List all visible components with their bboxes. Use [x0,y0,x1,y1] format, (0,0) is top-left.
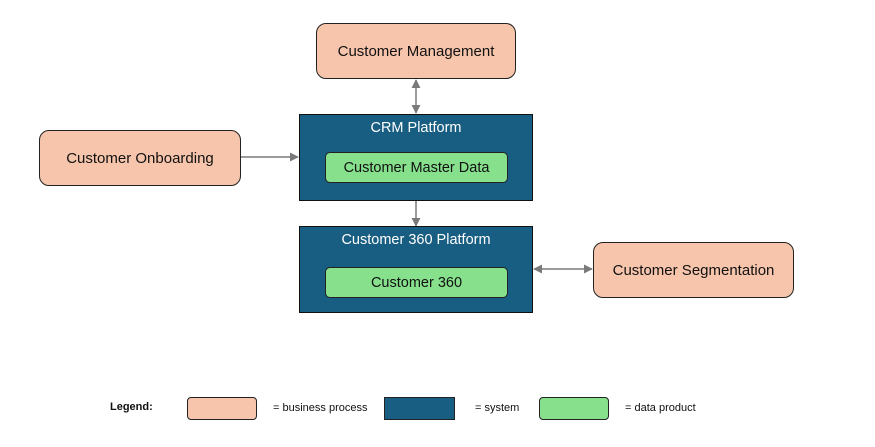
legend-label-data-product: = data product [625,402,696,414]
legend-label-business-process: = business process [273,402,368,414]
data-product-customer-360: Customer 360 [325,267,508,298]
data-product-customer-master-data: Customer Master Data [325,152,508,183]
legend-title: Legend: [110,401,153,413]
data-product-label: Customer Master Data [343,159,490,176]
system-crm-platform: CRM Platform Customer Master Data [299,114,533,201]
process-label: Customer Segmentation [612,261,775,279]
process-customer-onboarding: Customer Onboarding [39,130,241,186]
system-customer-360-platform: Customer 360 Platform Customer 360 [299,226,533,313]
legend-swatch-system [384,397,455,420]
process-customer-segmentation: Customer Segmentation [593,242,794,298]
system-title: Customer 360 Platform [341,232,491,248]
system-title: CRM Platform [370,120,462,136]
data-product-label: Customer 360 [370,274,463,291]
process-label: Customer Management [337,42,495,60]
process-customer-management: Customer Management [316,23,516,79]
legend-swatch-data-product [539,397,609,420]
legend-swatch-business-process [187,397,257,420]
legend-label-system: = system [475,402,520,414]
process-label: Customer Onboarding [66,149,214,167]
